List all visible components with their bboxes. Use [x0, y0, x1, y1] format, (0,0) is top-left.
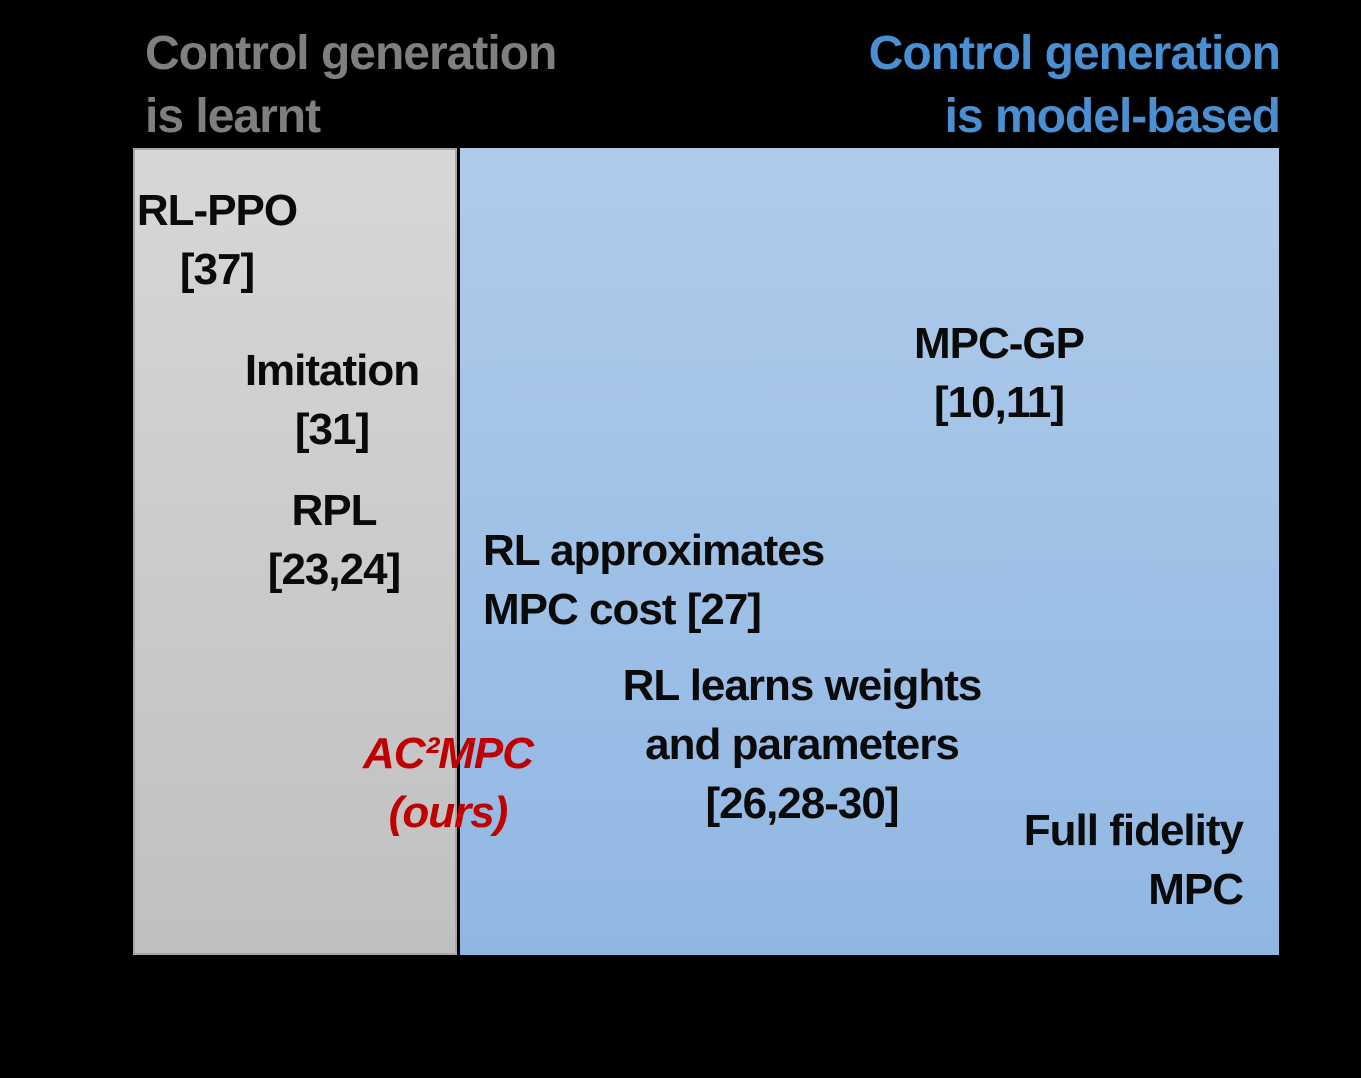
method-label-full-fidelity-line2: MPC [1148, 865, 1244, 914]
method-label-rl-learns-weights-ref: [26,28-30] [705, 779, 899, 828]
method-label-imitation-name: Imitation [244, 346, 420, 395]
method-label-rl-ppo-ref: [37] [179, 245, 255, 294]
region-learnt-box [133, 148, 457, 955]
method-label-rl-learns-weights-line2: and parameters [645, 720, 960, 769]
method-label-imitation-ref: [31] [294, 405, 370, 454]
method-label-mpc-gp-ref: [10,11] [934, 378, 1065, 427]
method-label-full-fidelity-mpc: Full fidelity MPC [1023, 801, 1244, 919]
heading-control-model-based-line1: Control generation [868, 27, 1281, 80]
heading-control-learnt-line1: Control generation [145, 27, 557, 80]
method-label-ac2mpc-ours: AC²MPC (ours) [363, 724, 534, 842]
method-label-full-fidelity-line1: Full fidelity [1023, 806, 1244, 855]
method-label-mpc-gp-name: MPC-GP [914, 319, 1085, 368]
heading-control-model-based-line2: is model-based [944, 90, 1281, 143]
method-label-mpc-gp: MPC-GP [10,11] [914, 314, 1085, 432]
method-label-imitation: Imitation [31] [244, 341, 420, 459]
method-label-rpl: RPL [23,24] [267, 481, 401, 599]
method-label-rpl-name: RPL [291, 486, 377, 535]
method-label-rl-learns-weights-line1: RL learns weights [622, 661, 983, 710]
heading-control-learnt-line2: is learnt [145, 90, 321, 143]
method-label-rl-ppo: RL-PPO [37] [136, 181, 298, 299]
method-label-rl-approximates-line1: RL approximates [483, 526, 825, 575]
method-label-ac2mpc-caption: (ours) [388, 788, 509, 837]
method-label-rpl-ref: [23,24] [267, 545, 401, 594]
method-label-ac2mpc-name: AC²MPC [363, 729, 534, 778]
region-model-based-box [460, 148, 1279, 955]
method-label-rl-approximates-mpc-cost: RL approximates MPC cost [27] [483, 521, 825, 639]
method-label-rl-learns-weights: RL learns weights and parameters [26,28-… [622, 656, 983, 833]
heading-control-model-based: Control generation is model-based [868, 22, 1281, 148]
heading-control-learnt: Control generation is learnt [145, 22, 557, 148]
method-label-rl-approximates-line2: MPC cost [27] [483, 585, 762, 634]
method-label-rl-ppo-name: RL-PPO [136, 186, 298, 235]
